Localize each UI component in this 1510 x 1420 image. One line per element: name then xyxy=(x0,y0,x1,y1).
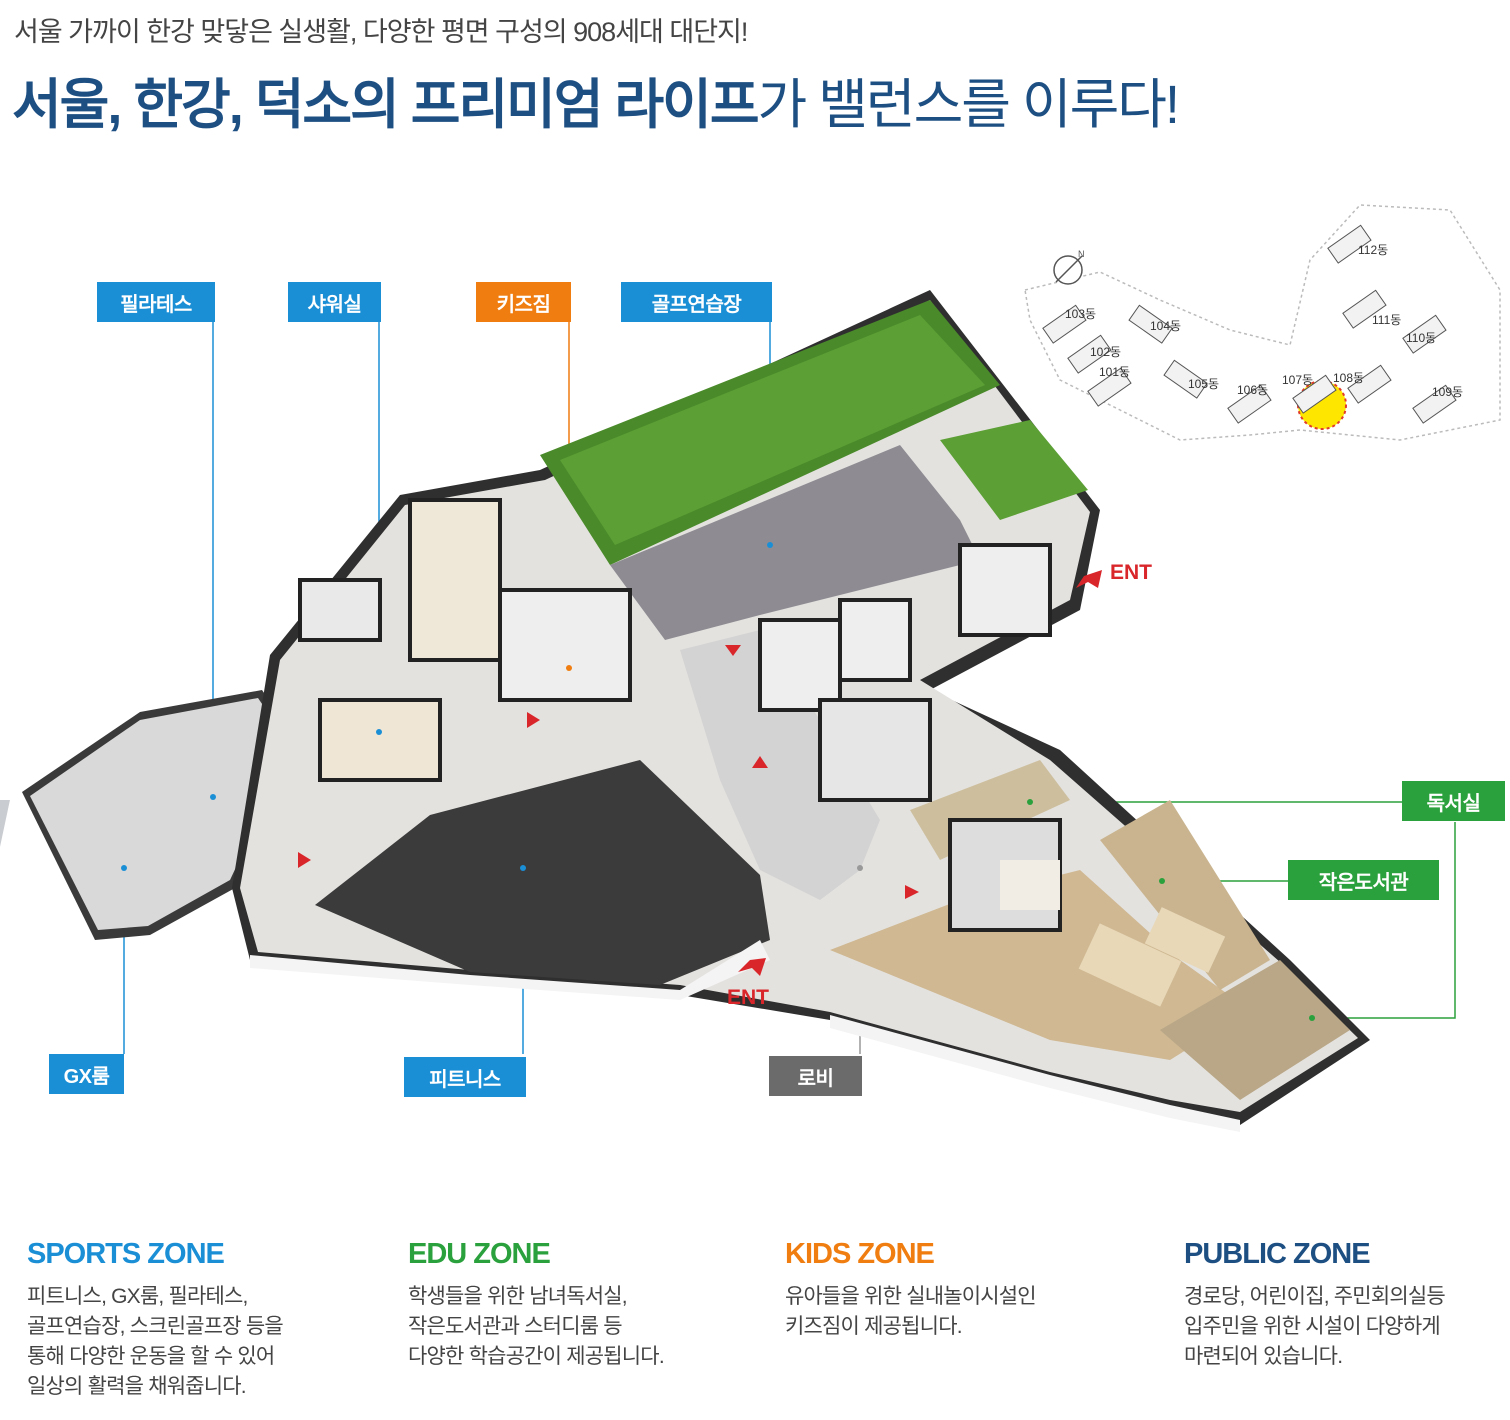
zone-title-sports: SPORTS ZONE xyxy=(27,1238,225,1270)
marker-5 xyxy=(905,885,919,899)
building-walls xyxy=(0,290,1370,1132)
marker-2 xyxy=(527,712,540,728)
direction-markers xyxy=(298,645,919,899)
label-shower: 샤워실 xyxy=(288,282,381,322)
label-lobby: 로비 xyxy=(769,1056,862,1096)
leader-reading-2 xyxy=(1312,822,1456,1019)
zone-text-kids: 유아들을 위한 실내놀이시설인 키즈짐이 제공됩니다. xyxy=(785,1285,1037,1338)
zone-title-kids: KIDS ZONE xyxy=(785,1238,935,1270)
svg-text:N: N xyxy=(1078,249,1085,259)
entrance-label-right: ENT xyxy=(1110,561,1152,584)
zone-text-public: 경로당, 어린이집, 주민회의실등 입주민을 위한 시설이 다양하게 마련되어 … xyxy=(1184,1285,1446,1368)
zone-title-edu: EDU ZONE xyxy=(408,1238,551,1270)
zone-title-public: PUBLIC ZONE xyxy=(1184,1238,1371,1270)
zone-text-sports: 피트니스, GX룸, 필라테스, 골프연습장, 스크린골프장 등을 통해 다양한… xyxy=(27,1285,284,1398)
ent-arrow-right-icon xyxy=(1076,570,1102,588)
zone-text-edu: 학생들을 위한 남녀독서실, 작은도서관과 스터디룸 등 다양한 학습공간이 제… xyxy=(408,1285,665,1368)
label-gx-room: GX룸 xyxy=(49,1054,124,1094)
bldg-label: 107동 xyxy=(1282,373,1313,387)
bldg-label: 102동 xyxy=(1090,345,1121,359)
bldg-label: 104동 xyxy=(1150,319,1181,333)
bldg-label: 111동 xyxy=(1372,313,1401,327)
bldg-label: 108동 xyxy=(1333,371,1364,385)
label-kids-gym: 키즈짐 xyxy=(476,282,571,322)
label-fitness: 피트니스 xyxy=(404,1057,526,1097)
entrance-label-bottom: ENT xyxy=(727,986,769,1009)
marker-3 xyxy=(752,756,768,768)
page-title: 서울, 한강, 덕소의 프리미엄 라이프가 밸런스를 이루다! xyxy=(12,72,1180,138)
label-pilates: 필라테스 xyxy=(97,282,215,322)
bldg-label: 101동 xyxy=(1099,365,1130,379)
bldg-label: 103동 xyxy=(1065,307,1096,321)
site-map-labels: 112동 103동 104동 111동 110동 102동 101동 105동 … xyxy=(1065,243,1463,399)
page-subtitle: 서울 가까이 한강 맞닿은 실생활, 다양한 평면 구성의 908세대 대단지! xyxy=(14,17,748,47)
ent-arrow-bottom-icon xyxy=(738,958,766,976)
title-light: 가 밸런스를 이루다! xyxy=(757,75,1180,135)
marker-1 xyxy=(725,645,741,656)
title-bold: 서울, 한강, 덕소의 프리미엄 라이프 xyxy=(12,75,760,135)
leader-dots xyxy=(121,542,1315,1021)
bldg-label: 112동 xyxy=(1358,243,1388,257)
bldg-label: 106동 xyxy=(1237,383,1268,397)
bldg-label: 109동 xyxy=(1432,385,1463,399)
site-map: N 112동 103동 104동 111동 110동 102동 101동 xyxy=(1024,204,1501,441)
marker-4 xyxy=(298,852,311,868)
label-reading-room: 독서실 xyxy=(1402,781,1505,821)
label-golf-range: 골프연습장 xyxy=(621,282,772,322)
bldg-label: 105동 xyxy=(1188,377,1219,391)
label-small-library: 작은도서관 xyxy=(1288,860,1439,900)
bldg-label: 110동 xyxy=(1406,331,1436,345)
